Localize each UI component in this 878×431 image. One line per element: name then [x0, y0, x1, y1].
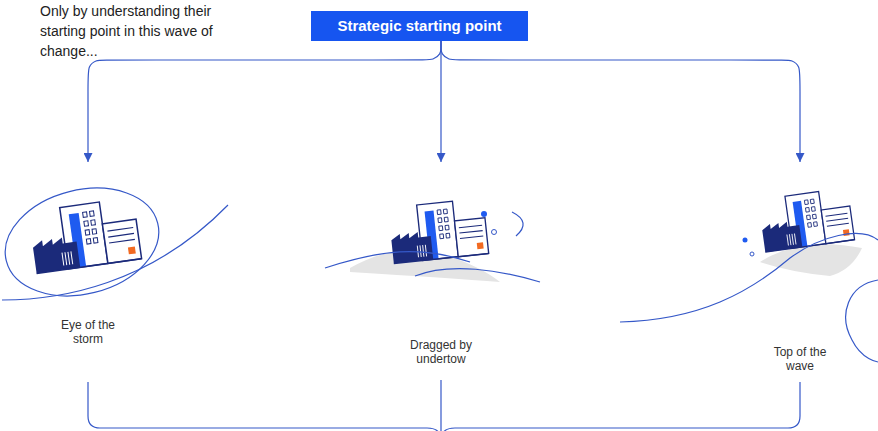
- scene-caption: Eye of the storm: [51, 318, 126, 346]
- bottom-bracket: [88, 380, 800, 431]
- wave-illustration: [620, 187, 878, 362]
- box-title: Strategic starting point: [337, 17, 501, 35]
- wave-scene: Top of the wave: [725, 163, 875, 373]
- start-box: Strategic starting point: [311, 11, 528, 41]
- storm-scene: Eye of the storm: [8, 163, 168, 346]
- undertow-illustration: [325, 198, 540, 282]
- scene-caption: Top of the wave: [763, 345, 838, 373]
- storm-illustration: [0, 173, 228, 312]
- branch-arrow: [440, 41, 441, 162]
- branch-arrow: [441, 41, 800, 162]
- branch-arrow: [88, 41, 441, 162]
- scene-caption: Dragged by undertow: [404, 338, 479, 366]
- intro-note: Only by understanding their starting poi…: [40, 1, 230, 61]
- undertow-scene: Dragged by undertow: [361, 163, 521, 366]
